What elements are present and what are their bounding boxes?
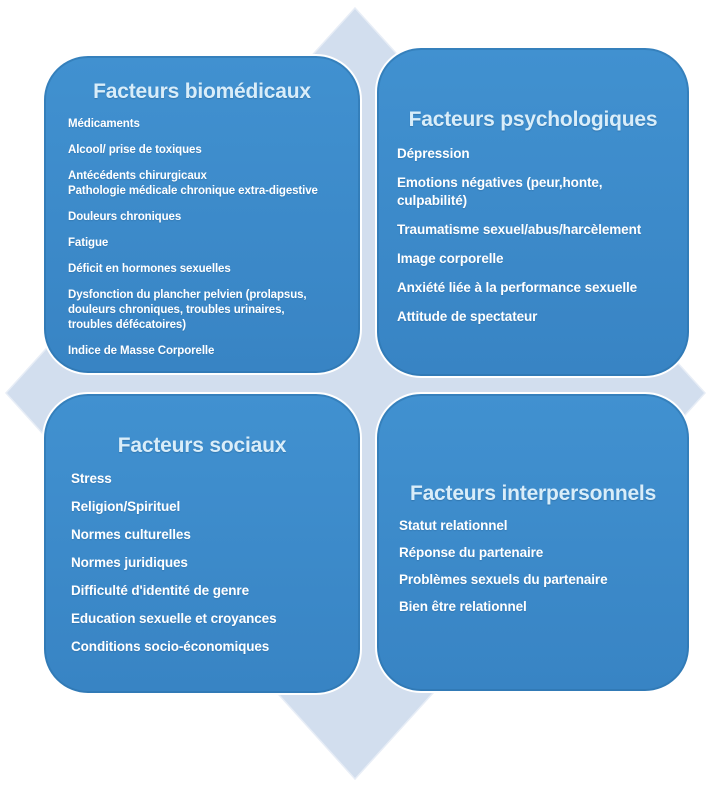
quadrant-biomedical: Facteurs biomédicaux Médicaments Alcool/… <box>42 54 362 375</box>
factor-item: Dépression <box>397 146 470 161</box>
factor-item: Médicaments <box>68 118 140 130</box>
factor-item: Education sexuelle et croyances <box>71 611 277 626</box>
factor-item: Bien être relationnel <box>399 599 527 614</box>
quadrant-social: Facteurs sociaux Stress Religion/Spiritu… <box>42 392 362 695</box>
factor-item: Fatigue <box>68 237 109 249</box>
factor-item: Conditions socio-économiques <box>71 639 270 654</box>
factor-list-biomedical: Médicaments Alcool/ prise de toxiques An… <box>44 104 360 359</box>
factor-item: Indice de Masse Corporelle <box>68 345 215 357</box>
quadrant-title-psychological: Facteurs psychologiques <box>408 108 658 131</box>
factor-list-psychological: Dépression Emotions négatives (peur,hont… <box>377 132 689 326</box>
factor-list-social: Stress Religion/Spirituel Normes culture… <box>44 458 360 656</box>
factor-item: Problèmes sexuels du partenaire <box>399 572 608 587</box>
factor-item: Stress <box>71 471 112 486</box>
factor-item: Normes culturelles <box>71 527 191 542</box>
factor-item: Emotions négatives (peur,honte, culpabil… <box>397 175 603 208</box>
factor-item: Anxiété liée à la performance sexuelle <box>397 280 638 295</box>
factor-item: Alcool/ prise de toxiques <box>68 144 202 156</box>
factor-item: Difficulté d'identité de genre <box>71 583 249 598</box>
factor-item: Religion/Spirituel <box>71 499 181 514</box>
factor-item: Déficit en hormones sexuelles <box>68 263 231 275</box>
factor-item: Statut relationnel <box>399 518 508 533</box>
quadrant-interpersonal: Facteurs interpersonnels Statut relation… <box>375 392 691 693</box>
factor-item: Réponse du partenaire <box>399 545 544 560</box>
factor-item: Image corporelle <box>397 251 504 266</box>
factor-list-interpersonal: Statut relationnel Réponse du partenaire… <box>377 506 689 616</box>
factor-item: Douleurs chroniques <box>68 211 182 223</box>
factor-item: Normes juridiques <box>71 555 188 570</box>
quadrant-title-biomedical: Facteurs biomédicaux <box>93 80 311 103</box>
factor-item: Dysfonction du plancher pelvien (prolaps… <box>68 289 307 331</box>
factor-item: Traumatisme sexuel/abus/harcèlement <box>397 222 642 237</box>
factor-item: Antécédents chirurgicaux Pathologie médi… <box>68 170 318 197</box>
quadrant-psychological: Facteurs psychologiques Dépression Emoti… <box>375 46 691 378</box>
quadrant-title-social: Facteurs sociaux <box>117 434 287 457</box>
factor-item: Attitude de spectateur <box>397 309 538 324</box>
quadrant-title-interpersonal: Facteurs interpersonnels <box>409 482 657 505</box>
